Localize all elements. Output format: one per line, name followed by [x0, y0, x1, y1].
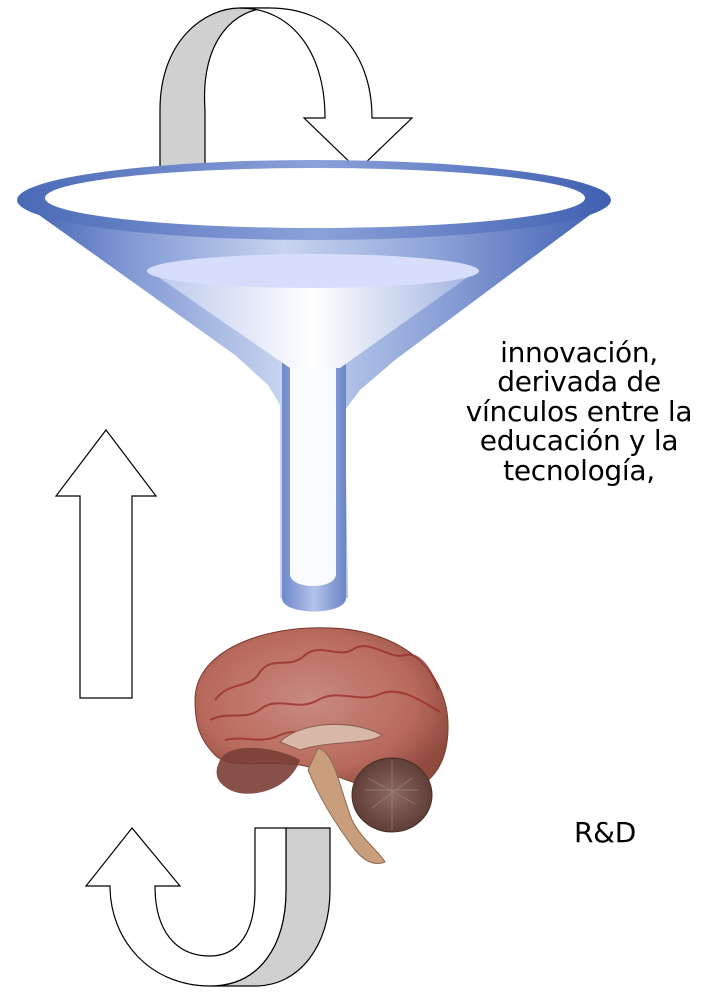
- funnel-inner-opening: [147, 254, 479, 288]
- caption-line: derivada de: [497, 365, 661, 399]
- brain-cerebellum-texture: [365, 760, 418, 830]
- brain-corpus-callosum: [279, 723, 383, 751]
- top-cycle-arrow: [159, 7, 414, 171]
- funnel-inner-cone: [148, 270, 478, 368]
- bottom-arrow-head: [84, 827, 287, 987]
- funnel-stem-inner: [290, 368, 336, 586]
- caption-line: innovación,: [500, 336, 658, 369]
- rd-label: R&D: [574, 816, 636, 849]
- innovation-caption: innovación, derivada de vínculos entre l…: [438, 338, 720, 485]
- caption-line: vínculos entre la: [465, 394, 693, 428]
- funnel-opening: [45, 168, 585, 228]
- caption-line: educación y la: [479, 424, 679, 458]
- top-arrow-grey-band: [159, 7, 271, 171]
- brain-image: [194, 627, 449, 864]
- funnel: [17, 160, 611, 612]
- brain-stem: [307, 747, 386, 864]
- top-arrow-head: [239, 7, 414, 171]
- caption-line: tecnología,: [503, 453, 655, 487]
- brain-temporal-lobe: [216, 747, 300, 794]
- up-arrow: [54, 429, 158, 699]
- bottom-cycle-arrow: [84, 827, 331, 987]
